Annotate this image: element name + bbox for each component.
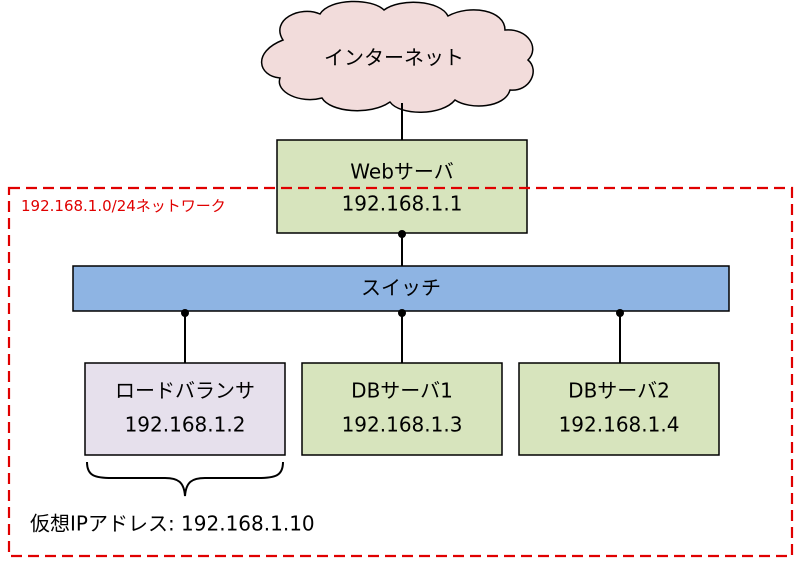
network-boundary <box>7 186 794 558</box>
link-switch-lb-dot <box>181 309 189 317</box>
web-server-box <box>276 139 528 234</box>
db-server-1-box <box>301 362 503 456</box>
db-server-2-ip: 192.168.1.4 <box>559 413 680 437</box>
link-web-switch-dot <box>398 230 406 238</box>
load-balancer-ip: 192.168.1.2 <box>125 413 246 437</box>
link-switch-db2-dot <box>616 309 624 317</box>
web-server-name: Webサーバ <box>350 160 453 184</box>
virtual-ip-brace <box>86 461 284 497</box>
load-balancer-node: ロードバランサ 192.168.1.2 <box>84 362 286 456</box>
load-balancer-box <box>84 362 286 456</box>
internet-cloud: インターネット <box>260 0 534 113</box>
db-server-1-ip: 192.168.1.3 <box>342 413 463 437</box>
internet-label: インターネット <box>324 46 464 70</box>
switch-label: スイッチ <box>361 276 441 300</box>
db-server-1-name: DBサーバ1 <box>351 379 453 403</box>
web-server-ip: 192.168.1.1 <box>342 192 463 216</box>
db-server-2-box <box>518 362 720 456</box>
web-server-node: Webサーバ 192.168.1.1 <box>276 139 528 234</box>
switch-node: スイッチ <box>72 265 730 312</box>
db-server-2-node: DBサーバ2 192.168.1.4 <box>518 362 720 456</box>
load-balancer-name: ロードバランサ <box>115 379 255 403</box>
switch-bar <box>72 265 730 312</box>
db-server-2-name: DBサーバ2 <box>568 379 670 403</box>
db-server-1-node: DBサーバ1 192.168.1.3 <box>301 362 503 456</box>
link-switch-db1-dot <box>398 309 406 317</box>
network-label: 192.168.1.0/24ネットワーク <box>21 197 226 215</box>
cloud-shape <box>260 0 534 113</box>
virtual-ip-label: 仮想IPアドレス: 192.168.1.10 <box>30 512 315 536</box>
